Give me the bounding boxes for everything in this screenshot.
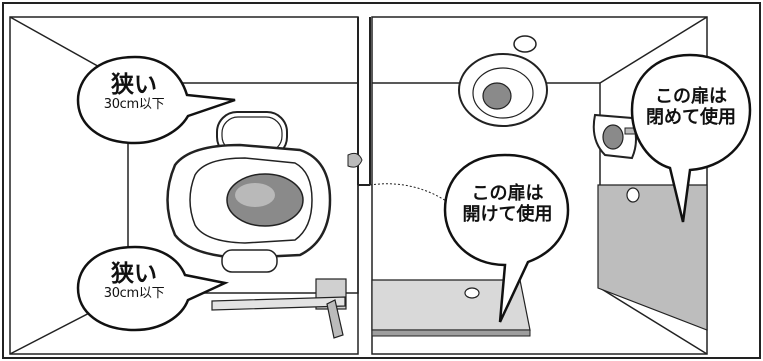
toilet (166, 111, 332, 273)
callout-title: 狭い (111, 72, 157, 98)
wall-sink (592, 113, 640, 160)
callout-title: 狭い (111, 261, 157, 287)
closed-door-panel (597, 184, 708, 331)
callout-door-closed (630, 53, 752, 223)
callout-subtitle: 30cm以下 (103, 286, 165, 302)
callout-narrow-top-text: 狭い 30cm以下 (84, 72, 184, 113)
callout-line2: 開けて使用 (462, 203, 553, 225)
grab-bar (211, 278, 347, 339)
callout-narrow-top (76, 55, 236, 145)
callout-line1: この扉は (655, 86, 727, 107)
callout-narrow-bottom-text: 狭い 30cm以下 (84, 261, 184, 302)
callout-door-closed-text: この扉は 閉めて使用 (635, 86, 747, 128)
urinal (458, 35, 548, 127)
callout-line1: この扉は (471, 183, 544, 204)
callout-door-open-text: この扉は 開けて使用 (450, 183, 565, 225)
callout-subtitle: 30cm以下 (103, 97, 165, 113)
callout-door-open (443, 153, 570, 323)
callout-line2: 閉めて使用 (646, 106, 736, 128)
callout-narrow-bottom (76, 245, 230, 332)
